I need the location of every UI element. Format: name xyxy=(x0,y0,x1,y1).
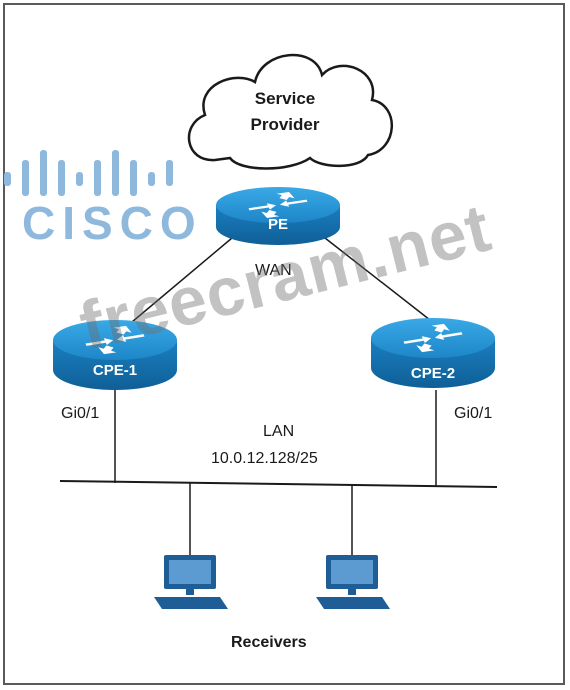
cloud-label-line2: Provider xyxy=(250,115,320,134)
receiver1-pc-icon xyxy=(154,555,228,609)
cpe2-interface-label: Gi0/1 xyxy=(454,405,493,422)
wan-link-cpe1 xyxy=(131,237,233,323)
lan-label: LAN xyxy=(263,423,295,440)
receivers-label: Receivers xyxy=(231,634,307,651)
cpe1-interface-label: Gi0/1 xyxy=(61,405,100,422)
wan-label: WAN xyxy=(255,262,292,279)
cisco-logo-text: CISCO xyxy=(22,197,203,249)
cisco-logo-bars xyxy=(4,150,173,196)
diagram-frame xyxy=(3,3,565,685)
cloud-label-line1: Service xyxy=(254,89,316,108)
pe-router-icon xyxy=(216,187,340,245)
pe-router-label: PE xyxy=(267,216,288,233)
receiver2-pc-icon xyxy=(316,555,390,609)
cpe2-router-label: CPE-2 xyxy=(410,365,456,382)
lan-subnet-label: 10.0.12.128/25 xyxy=(211,450,318,467)
cpe1-router-icon xyxy=(53,320,177,390)
cpe1-router-label: CPE-1 xyxy=(92,362,138,379)
wan-link-cpe2 xyxy=(324,237,431,321)
service-provider-cloud xyxy=(187,53,394,170)
lan-segment xyxy=(59,480,498,488)
cpe2-router-icon xyxy=(371,318,495,388)
